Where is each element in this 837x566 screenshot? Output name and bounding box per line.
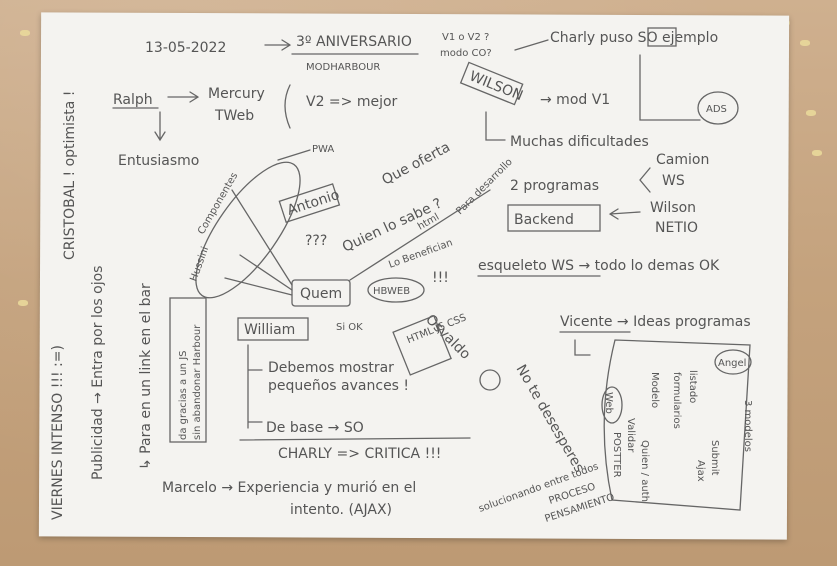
bracket [639,167,651,193]
wilson-netio-text: Wilson [650,200,696,216]
so-box [647,27,677,47]
mod-v1-text: → mod V1 [540,92,610,108]
pequenos-text: pequeños avances ! [268,378,409,394]
v1v2-text: V1 o V2 ? [442,32,489,43]
ws-text: WS [662,173,685,189]
listado-text: listado [687,370,698,403]
backend-box [507,204,601,232]
arrow [264,39,292,51]
esqueleto-text: esqueleto WS → todo lo demas OK [478,258,720,274]
dos-programas-text: 2 programas [510,178,599,194]
table-fleck [806,110,816,116]
viernes-text: VIERNES INTENSO !!! :=) [50,345,66,520]
entusiasmo-text: Entusiasmo [118,153,199,169]
de-base-text: De base → SO [266,420,364,436]
mercury-text: Mercury [208,86,265,102]
hussini-text: Hussini [188,245,211,283]
arrow [608,208,641,220]
lo-benefician-text: Lo Benefician [387,237,454,270]
pwa-text: PWA [312,144,334,155]
hbweb-ellipse [367,277,425,303]
tres-modelos-text: 3 modelos [742,400,753,452]
charly-text: CHARLY => CRITICA !!! [278,446,441,462]
exclaim-text: !!! [432,270,449,286]
company-text: MODHARBOUR [306,62,380,73]
vicente-region [603,339,751,511]
para-en-link-text: ↳ Para en un link en el bar [138,283,154,470]
arrow [574,339,591,356]
formularios-text: formularios [671,372,682,429]
modelo-text: Modelo [649,372,660,408]
muchas-text: Muchas dificultades [510,134,649,150]
bracket [247,344,263,429]
smiley-icon [479,369,501,391]
angel-ellipse [714,349,752,375]
no-te-text: No te desesperes [513,362,588,475]
ads-text: ADS [706,104,727,115]
arrow [154,111,166,142]
hbweb-text: HBWEB [373,286,410,297]
vicente-text: Vicente → Ideas programas [560,314,751,330]
tweb-text: TWeb [214,108,254,124]
bracket [639,54,701,121]
brace [284,84,291,129]
debemos-text: Debemos mostrar [268,360,394,376]
que-oferta-text: Que oferta [379,139,453,188]
charly-puso-text: Charly puso SO ejemplo [550,30,718,46]
connector-line [349,189,491,281]
si-ok-text: Si OK [336,322,363,333]
web-text: Web [603,392,614,414]
william-box [237,317,309,341]
line [239,437,471,441]
table-fleck [800,40,810,46]
table-fleck [812,150,822,156]
submit-text: Submit [709,440,720,476]
v2-text: V2 => mejor [306,94,398,110]
para-desarrollo-text: Para desarrollo [454,157,515,218]
componentes-ellipse [195,161,301,299]
cristobal-text: CRISTOBAL ! optimista ! [62,91,78,260]
quem-text: Quem [300,286,342,302]
antonio-box [278,183,341,224]
connector-lines [224,189,293,296]
arrow [277,149,311,161]
intento-text: intento. (AJAX) [290,502,392,518]
validar-text: Validar [625,418,636,453]
date-text: 13-05-2022 [145,40,226,56]
da-gracias-text: da gracias a un JS [178,351,189,441]
arrow [485,111,506,141]
ralph-text: Ralph [113,92,153,108]
componentes-text: Componentes [196,171,240,237]
ads-circle [697,91,739,125]
table-fleck [18,300,28,306]
backend-text: Backend [514,212,574,228]
netio-text: NETIO [655,220,698,236]
publicidad-text: Publicidad → Entra por los ojos [90,266,106,480]
sin-abandonar-text: sin abandonar Harbour [192,324,203,440]
ajax-text: Ajax [695,460,706,482]
html-js-css-box [392,314,452,376]
postter-text: POSTTER [611,432,622,478]
marcelo-text: Marcelo → Experiencia y murió en el [162,480,416,496]
qqq-text: ??? [305,233,327,249]
harbour-box [169,297,207,443]
web-ellipse [601,386,623,424]
william-text: William [244,322,295,338]
arrow [167,91,200,103]
angel-text: Angel [718,358,746,369]
arrow [514,39,549,51]
quem-box [291,279,351,307]
wilson-box [459,61,524,106]
quien-auth-text: Quien / auth [639,440,650,502]
modo-co-text: modo CO? [440,48,492,59]
table-fleck [20,30,30,36]
anniversary-text: 3º ANIVERSARIO [296,34,412,50]
camion-text: Camion [656,152,709,168]
